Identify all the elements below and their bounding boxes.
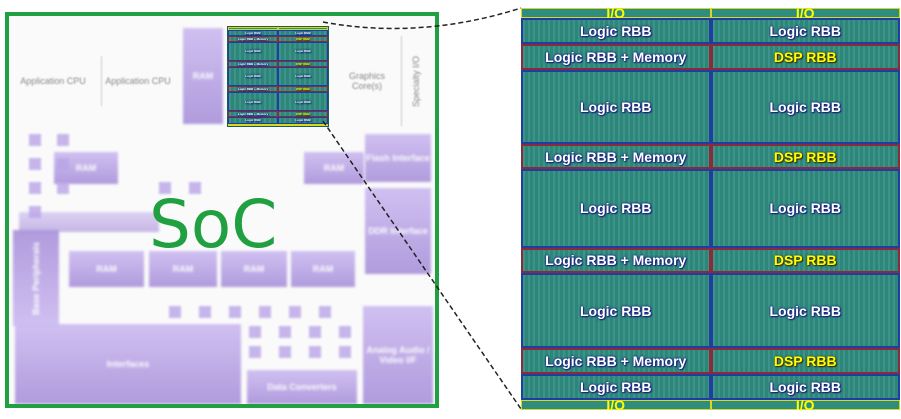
logic-rbb: Logic RBB — [228, 92, 278, 111]
logic-cell — [289, 306, 301, 318]
logic-rbb: Logic RBB — [278, 117, 328, 124]
io-bank: I/O — [521, 397, 711, 413]
logic-cell — [309, 346, 321, 358]
logic-memory-rbb: Logic RBB + Memory — [521, 348, 711, 374]
dsp-rbb: DSP RBB — [710, 44, 900, 70]
bus-arrow — [19, 212, 159, 232]
io-bank — [278, 27, 328, 30]
logic-cell — [57, 182, 69, 194]
logic-rbb: Logic RBB — [228, 66, 278, 86]
zoom-line-top — [322, 7, 522, 30]
cpu1-block: Application CPU — [20, 76, 86, 86]
logic-cell — [339, 346, 351, 358]
io-bank — [278, 123, 328, 126]
ram-row-block: RAM — [221, 251, 287, 287]
logic-rbb: Logic RBB — [521, 373, 711, 400]
io-bank: I/O — [521, 5, 711, 21]
logic-rbb: Logic RBB — [278, 29, 328, 36]
logic-rbb: Logic RBB — [228, 42, 278, 61]
logic-rbb: Logic RBB — [278, 66, 328, 86]
analog-block: Analog Audio / Video I/F — [363, 306, 433, 404]
io-bank: I/O — [710, 397, 900, 413]
ram-row-block: RAM — [69, 251, 144, 287]
logic-cell — [169, 306, 181, 318]
logic-cell — [249, 346, 261, 358]
logic-rbb: Logic RBB — [710, 373, 900, 400]
logic-cell — [279, 326, 291, 338]
logic-memory-rbb: Logic RBB + Memory — [228, 36, 278, 43]
logic-cell — [309, 326, 321, 338]
ram-row-block: RAM — [291, 251, 355, 287]
logic-memory-rbb: Logic RBB + Memory — [521, 143, 711, 170]
logic-memory-rbb: Logic RBB + Memory — [228, 110, 278, 117]
logic-cell — [57, 134, 69, 146]
dsp-rbb: DSP RBB — [278, 110, 328, 117]
logic-rbb: Logic RBB — [228, 29, 278, 36]
graphics-block: Graphics Core(s) — [348, 71, 385, 91]
io-bank: I/O — [710, 5, 900, 21]
soc-label: SoC — [149, 186, 278, 263]
logic-cell — [249, 326, 261, 338]
logic-cell — [29, 182, 41, 194]
logic-rbb: Logic RBB — [278, 92, 328, 111]
logic-memory-rbb: Logic RBB + Memory — [228, 86, 278, 93]
ram-right-block: RAM — [304, 152, 364, 184]
flash-block: Flash Interface — [365, 134, 431, 182]
logic-memory-rbb: Logic RBB + Memory — [521, 247, 711, 273]
logic-rbb: Logic RBB — [228, 117, 278, 124]
dsp-rbb: DSP RBB — [278, 36, 328, 43]
logic-rbb: Logic RBB — [710, 273, 900, 349]
dsp-rbb: DSP RBB — [710, 247, 900, 273]
logic-cell — [159, 182, 171, 194]
logic-cell — [259, 306, 271, 318]
logic-rbb: Logic RBB — [521, 18, 711, 45]
logic-cell — [29, 158, 41, 170]
logic-rbb: Logic RBB — [521, 273, 711, 349]
dsp-rbb: DSP RBB — [278, 60, 328, 67]
logic-rbb: Logic RBB — [710, 18, 900, 45]
data-converters-block: Data Converters — [247, 370, 357, 404]
ddr-block: DDR Interface — [365, 188, 431, 274]
soc-die: Application CPU Application CPU RAM Grap… — [5, 12, 439, 408]
logic-cell — [339, 326, 351, 338]
logic-rbb: Logic RBB — [710, 169, 900, 248]
logic-cell — [29, 206, 41, 218]
dsp-rbb: DSP RBB — [710, 143, 900, 170]
logic-rbb: Logic RBB — [278, 42, 328, 61]
io-bank — [228, 27, 278, 30]
logic-cell — [29, 134, 41, 146]
logic-rbb: Logic RBB — [710, 69, 900, 144]
io-bank — [228, 123, 278, 126]
logic-cell — [319, 306, 331, 318]
zoom-line-bottom — [322, 120, 522, 410]
logic-cell — [189, 182, 201, 194]
logic-cell — [199, 306, 211, 318]
logic-cell — [279, 346, 291, 358]
ram-top-block: RAM — [183, 28, 223, 124]
logic-rbb: Logic RBB — [521, 169, 711, 248]
dsp-rbb: DSP RBB — [710, 348, 900, 374]
dsp-rbb: DSP RBB — [278, 86, 328, 93]
logic-memory-rbb: Logic RBB + Memory — [228, 60, 278, 67]
interfaces-block: Interfaces — [15, 324, 241, 404]
logic-rbb: Logic RBB — [521, 69, 711, 144]
logic-memory-rbb: Logic RBB + Memory — [521, 44, 711, 70]
cpu2-block: Application CPU — [101, 56, 174, 106]
ram-row-block: RAM — [149, 251, 217, 287]
logic-cell — [57, 158, 69, 170]
logic-cell — [229, 306, 241, 318]
